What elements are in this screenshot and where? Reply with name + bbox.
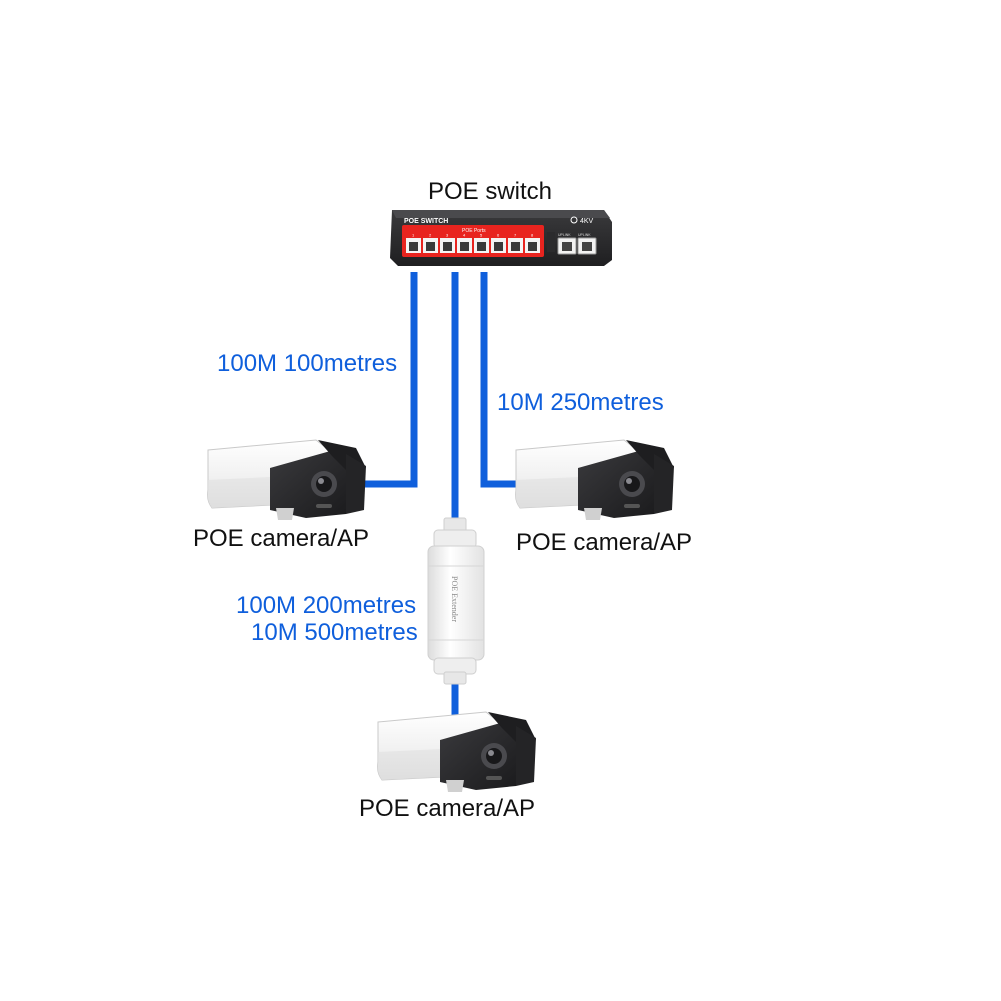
poe-port-2: 2 (423, 233, 438, 253)
poe-port-number: 1 (412, 233, 415, 238)
poe-port-number: 5 (480, 233, 483, 238)
poe-switch-device: 1 2 3 4 5 6 7 8 POE SWITCH POE Ports 4KV UPLINK… (390, 210, 612, 266)
poe-port-number: 3 (446, 233, 449, 238)
poe-port-row: 1 2 3 4 5 6 7 8 (406, 233, 540, 253)
poe-port-6: 6 (491, 233, 506, 253)
cable-label-right: 10M 250metres (497, 389, 664, 416)
badge-icon (570, 216, 578, 224)
poe-port-number: 8 (531, 233, 534, 238)
poe-port-5: 5 (474, 233, 489, 253)
uplink-label-1: UPLINK (558, 233, 571, 237)
poe-port-number: 7 (514, 233, 517, 238)
camera-label-right: POE camera/AP (516, 529, 693, 556)
switch-brand-text: POE SWITCH (404, 218, 448, 225)
extender-text: POE Extender (450, 576, 459, 622)
switch-ports-text: POE Ports (462, 228, 486, 234)
poe-port-8: 8 (525, 233, 540, 253)
switch-badge-text: 4KV (580, 218, 594, 225)
camera-label-bottom: POE camera/AP (359, 795, 536, 822)
cable-label-left: 100M 100metres (217, 350, 398, 377)
uplink-ports (557, 237, 597, 255)
camera-left (207, 439, 367, 521)
poe-port-1: 1 (406, 233, 421, 253)
cable-label-extender-line2: 10M 500metres (251, 619, 418, 646)
poe-extender-device: POE Extender (427, 517, 485, 685)
poe-port-number: 2 (429, 233, 432, 238)
cable-lines (348, 272, 517, 718)
poe-port-number: 4 (463, 233, 466, 238)
camera-bottom (377, 711, 537, 793)
cable-right (480, 272, 517, 488)
camera-label-left: POE camera/AP (193, 525, 370, 552)
poe-port-3: 3 (440, 233, 455, 253)
camera-right (515, 439, 675, 521)
cable-left (348, 272, 418, 488)
uplink-label-2: UPLINK (578, 233, 591, 237)
poe-port-4: 4 (457, 233, 472, 253)
switch-label: POE switch (428, 178, 553, 205)
poe-port-7: 7 (508, 233, 523, 253)
cable-label-extender-line1: 100M 200metres (236, 592, 417, 619)
poe-port-number: 6 (497, 233, 500, 238)
